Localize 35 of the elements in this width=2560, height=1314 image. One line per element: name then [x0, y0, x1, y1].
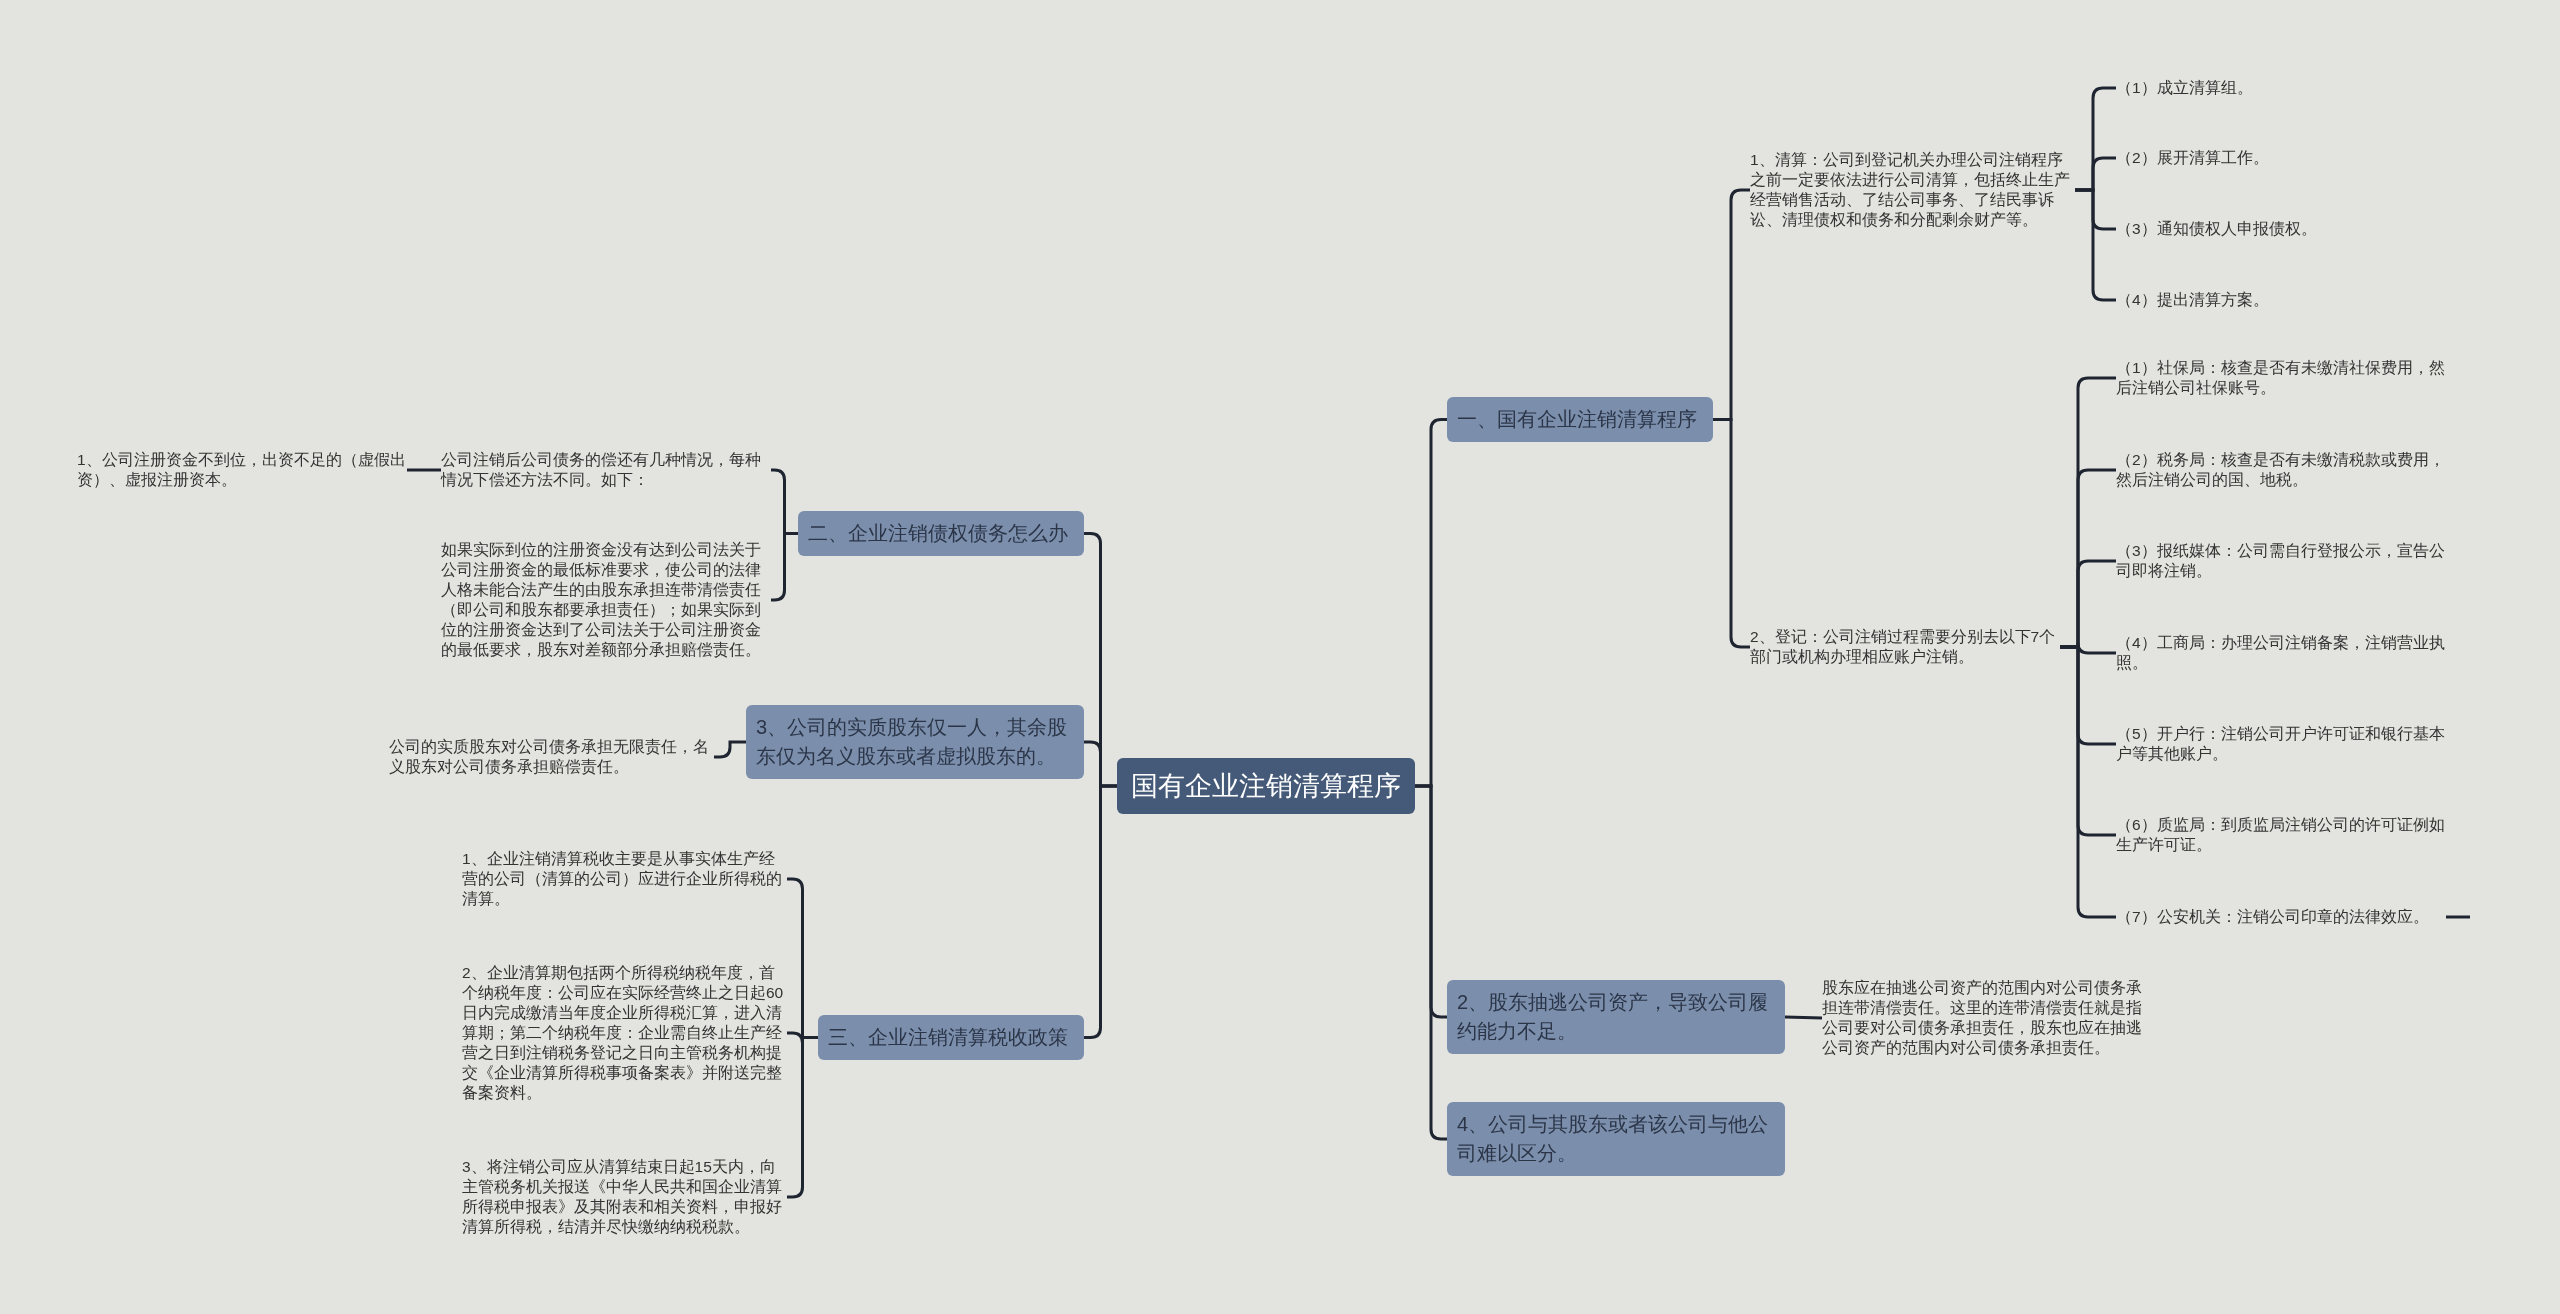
- note-text: （1）社保局：核查是否有未缴清社保费用，然后注销公司社保账号。: [2116, 358, 2446, 398]
- central-topic-box: 国有企业注销清算程序: [1117, 758, 1415, 814]
- note-text: （7）公安机关：注销公司印章的法律效应。: [2116, 907, 2446, 927]
- note-text: 股东应在抽逃公司资产的范围内对公司债务承担连带清偿责任。这里的连带清偿责任就是指公司要对公司债务承担责任，股东也应在抽逃公司资产的范围内对公司债务承担责任。: [1822, 978, 2152, 1058]
- note-text: （3）报纸媒体：公司需自行登报公示，宣告公司即将注销。: [2116, 541, 2446, 581]
- topic-box: 2、股东抽逃公司资产，导致公司履约能力不足。: [1447, 980, 1785, 1054]
- note-text: 公司的实质股东对公司债务承担无限责任，名义股东对公司债务承担赔偿责任。: [389, 737, 714, 777]
- topic-box: 3、公司的实质股东仅一人，其余股东仅为名义股东或者虚拟股东的。: [746, 705, 1084, 779]
- note-text: 公司注销后公司债务的偿还有几种情况，每种情况下偿还方法不同。如下：: [441, 450, 771, 490]
- connector-line: [2446, 915, 2470, 919]
- connector-line: [407, 468, 441, 472]
- note-text: （4）提出清算方案。: [2116, 290, 2356, 310]
- note-text: 2、登记：公司注销过程需要分别去以下7个部门或机构办理相应账户注销。: [1750, 627, 2060, 667]
- note-text: （5）开户行：注销公司开户许可证和银行基本户等其他账户。: [2116, 724, 2446, 764]
- connector-line: [1415, 784, 1447, 1141]
- note-text: 2、企业清算期包括两个所得税纳税年度，首个纳税年度：公司应在实际经营终止之日起60日内完成缴清当年度企业所得税汇算，进入清算期；第二个纳税年度：企业需自终止生产经营之日到注销税务登记之日向主管税务机构提交《企业清算所得税事项备案表》并附送完整备案资料。: [462, 963, 787, 1103]
- note-text: 如果实际到位的注册资金没有达到公司法关于公司注册资金的最低标准要求，使公司的法律人格未能合法产生的由股东承担连带清偿责任（即公司和股东都要承担责任）；如果实际到位的注册资金达到了公司法关于公司注册资金的最低要求，股东对差额部分承担赔偿责任。: [441, 540, 771, 660]
- note-text: （1）成立清算组。: [2116, 78, 2356, 98]
- topic-box: 三、企业注销清算税收政策: [818, 1015, 1084, 1060]
- note-text: （4）工商局：办理公司注销备案，注销营业执照。: [2116, 633, 2446, 673]
- note-text: （6）质监局：到质监局注销公司的许可证例如生产许可证。: [2116, 815, 2446, 855]
- topic-box: 一、国有企业注销清算程序: [1447, 397, 1713, 442]
- note-text: 1、清算：公司到登记机关办理公司注销程序之前一定要依法进行公司清算，包括终止生产经营销售活动、了结公司事务、了结民事诉讼、清理债权和债务和分配剩余财产等。: [1750, 150, 2075, 230]
- connector-line: [1784, 1015, 1823, 1020]
- note-text: 1、企业注销清算税收主要是从事实体生产经营的公司（清算的公司）应进行企业所得税的清算。: [462, 849, 787, 909]
- connector-line: [1084, 784, 1117, 1039]
- note-text: （2）展开清算工作。: [2116, 148, 2356, 168]
- note-text: （3）通知债权人申报债权。: [2116, 219, 2356, 239]
- topic-box: 二、企业注销债权债务怎么办: [798, 511, 1084, 556]
- note-text: 1、公司注册资金不到位，出资不足的（虚假出资）、虚报注册资本。: [77, 450, 407, 490]
- topic-box: 4、公司与其股东或者该公司与他公司难以区分。: [1447, 1102, 1785, 1176]
- note-text: （2）税务局：核查是否有未缴清税款或费用，然后注销公司的国、地税。: [2116, 450, 2446, 490]
- connector-line: [2060, 645, 2116, 919]
- connector-line: [714, 740, 746, 759]
- note-text: 3、将注销公司应从清算结束日起15天内，向主管税务机关报送《中华人民共和国企业清算所得税申报表》及其附表和相关资料，申报好清算所得税，结清并尽快缴纳纳税税款。: [462, 1157, 787, 1237]
